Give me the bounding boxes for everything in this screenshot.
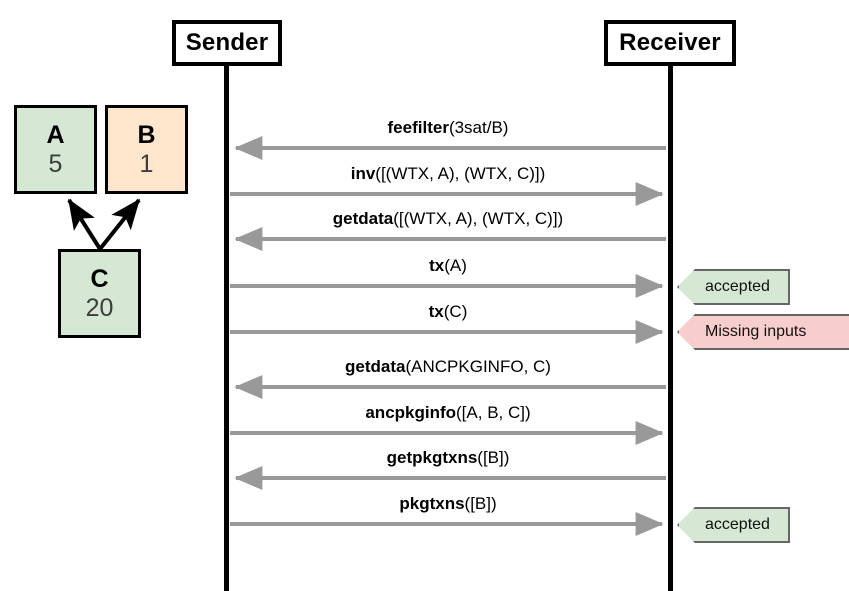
- actor-header-sender[interactable]: Sender: [172, 20, 282, 66]
- message-name-getpkgtxns: getpkgtxns: [386, 448, 478, 467]
- message-name-getdata-wtx: getdata: [332, 209, 394, 228]
- status-badge-label-missing-inputs: Missing inputs: [705, 323, 807, 340]
- transaction-label-b: B: [137, 121, 156, 149]
- transaction-box-b[interactable]: B 1: [105, 105, 188, 194]
- message-label-getpkgtxns: getpkgtxns([B]): [387, 448, 510, 468]
- transaction-value-b: 1: [139, 150, 154, 178]
- transaction-value-a: 5: [48, 150, 63, 178]
- transaction-value-c: 20: [85, 294, 114, 322]
- message-args-getdata-wtx: ([(WTX, A), (WTX, C)]): [393, 209, 564, 228]
- lifeline-receiver: [668, 64, 673, 591]
- message-label-tx-c: tx(C): [429, 302, 468, 322]
- transaction-label-a: A: [46, 121, 65, 149]
- message-name-getdata-ancpkginfo: getdata: [345, 357, 406, 376]
- actor-label-sender: Sender: [185, 29, 269, 56]
- message-name-tx-c: tx: [428, 302, 444, 321]
- status-badge-accepted-a[interactable]: accepted: [677, 269, 790, 305]
- message-args-tx-c: (C): [443, 302, 468, 321]
- message-args-tx-a: (A): [444, 256, 467, 275]
- transaction-box-a[interactable]: A 5: [14, 105, 97, 194]
- status-badge-accepted-b[interactable]: accepted: [677, 507, 790, 543]
- message-label-getdata-wtx: getdata([(WTX, A), (WTX, C)]): [333, 209, 563, 229]
- transaction-label-c: C: [90, 265, 109, 293]
- transaction-box-c[interactable]: C 20: [58, 249, 141, 338]
- message-name-inv: inv: [350, 164, 376, 183]
- status-badge-label-accepted-b: accepted: [705, 516, 770, 533]
- actor-label-receiver: Receiver: [619, 29, 721, 56]
- message-name-tx-a: tx: [429, 256, 445, 275]
- tx-dependency-edges: [67, 198, 141, 251]
- tx-edge-c-to-b: [98, 198, 141, 251]
- message-label-tx-a: tx(A): [429, 256, 467, 276]
- message-name-feefilter: feefilter: [387, 118, 449, 137]
- message-label-getdata-ancpkginfo: getdata(ANCPKGINFO, C): [345, 357, 551, 377]
- status-badge-missing-inputs[interactable]: Missing inputs: [677, 314, 849, 350]
- message-args-inv: ([(WTX, A), (WTX, C)]): [375, 164, 546, 183]
- message-name-ancpkginfo: ancpkginfo: [365, 403, 457, 422]
- message-label-inv: inv([(WTX, A), (WTX, C)]): [351, 164, 546, 184]
- message-label-pkgtxns: pkgtxns([B]): [399, 494, 496, 514]
- message-label-ancpkginfo: ancpkginfo([A, B, C]): [365, 403, 530, 423]
- message-args-getdata-ancpkginfo: (ANCPKGINFO, C): [405, 357, 551, 376]
- actor-header-receiver[interactable]: Receiver: [604, 20, 736, 66]
- message-args-pkgtxns: ([B]): [464, 494, 497, 513]
- message-args-getpkgtxns: ([B]): [477, 448, 510, 467]
- status-badge-label-accepted-a: accepted: [705, 278, 770, 295]
- lifeline-sender: [224, 64, 229, 591]
- message-args-feefilter: (3sat/B): [448, 118, 509, 137]
- message-args-ancpkginfo: ([A, B, C]): [456, 403, 531, 422]
- message-name-pkgtxns: pkgtxns: [399, 494, 465, 513]
- tx-edge-c-to-a: [67, 198, 102, 251]
- message-label-feefilter: feefilter(3sat/B): [388, 118, 509, 138]
